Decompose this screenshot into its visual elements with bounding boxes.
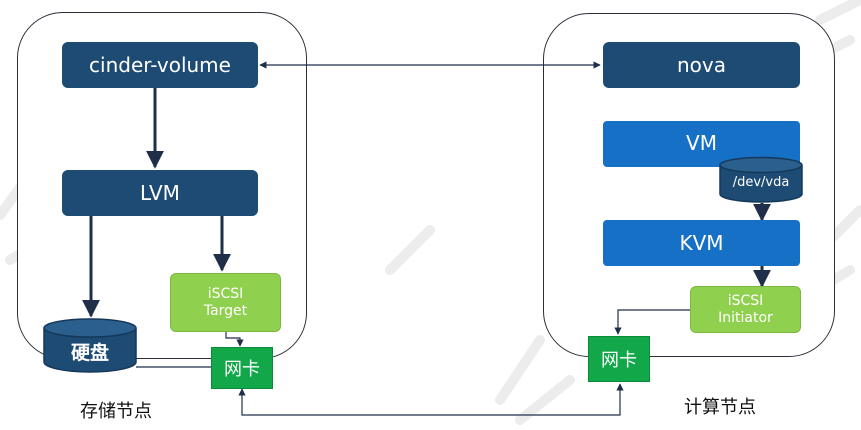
lvm-block: LVM: [62, 170, 258, 216]
vda-cylinder: [719, 156, 803, 203]
disk-cylinder: [43, 318, 137, 373]
disk-label: 硬盘: [70, 341, 109, 364]
vda-label: /dev/vda: [732, 174, 790, 190]
initiator-nic-arrow: [614, 309, 690, 335]
iscsi-initiator-block: iSCSI Initiator: [690, 286, 801, 333]
iscsi-target-block: iSCSI Target: [170, 273, 281, 332]
compute-nic-block: 网卡: [588, 336, 650, 382]
cinder-volume-block: cinder-volume: [62, 42, 258, 88]
kvm-block: KVM: [603, 220, 800, 266]
nova-block: nova: [603, 42, 800, 88]
target-nic-arrow: [225, 332, 244, 347]
nic-nic-link: [238, 383, 624, 416]
storage-nic-block: 网卡: [211, 347, 273, 389]
storage-node-caption: 存储节点: [80, 401, 152, 422]
compute-node-caption: 计算节点: [684, 397, 756, 418]
